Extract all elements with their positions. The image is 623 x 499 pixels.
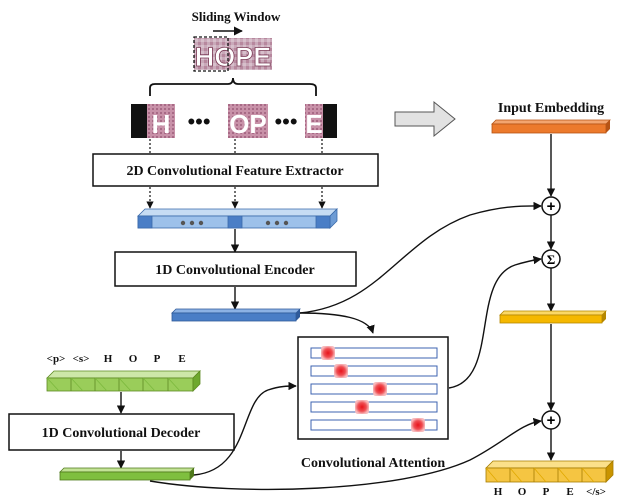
output-token: O [518, 486, 527, 498]
ellipsis-2: ••• [274, 109, 297, 134]
output-token: </s> [586, 486, 606, 498]
crop-edge-left [131, 104, 147, 138]
output-token: E [566, 486, 573, 498]
input-embedding-label: Input Embedding [498, 101, 604, 116]
output-token: P [543, 486, 550, 498]
encoder-label: 1D Convolutional Encoder [155, 263, 314, 278]
crop-e-text: E [305, 109, 322, 139]
feature-extractor-box [92, 153, 379, 187]
add-op-1-symbol: + [547, 198, 556, 215]
decoder-input-token: <p> [47, 353, 66, 365]
ellipsis-1: ••• [187, 109, 210, 134]
attention-label: Convolutional Attention [301, 456, 446, 471]
encoder-to-add [299, 201, 542, 314]
brace [149, 77, 317, 96]
output-token: H [494, 486, 503, 498]
crop-edge-right [323, 104, 337, 138]
attention-highlight [373, 382, 387, 396]
feature-extractor-label: 2D Convolutional Feature Extractor [126, 164, 343, 179]
decoder-to-add [149, 417, 542, 491]
attention-rows [310, 346, 438, 432]
output-tokens: H O P E </s> [494, 486, 606, 498]
attention-highlight [355, 400, 369, 414]
crop-op [228, 104, 268, 138]
sliding-window-label: Sliding Window [192, 9, 281, 24]
decoder-input-tokens: <p> <s> H O P E [47, 353, 186, 365]
sum-op-symbol: Σ [547, 252, 556, 267]
crop-e [305, 104, 323, 138]
decoder-to-attention [193, 381, 297, 476]
decoder-input-token: O [129, 353, 138, 365]
attention-row [310, 347, 438, 359]
decoder-label: 1D Convolutional Decoder [42, 426, 201, 441]
decoder-box [8, 413, 235, 451]
feature-sequence-bar [137, 208, 338, 229]
crop-op-text: OP [229, 109, 267, 139]
word-image: HOPE [193, 36, 272, 72]
crop-h-text: H [152, 109, 171, 139]
sliding-window-box [193, 36, 229, 72]
decoder-output-bar [59, 467, 195, 481]
crop-h [147, 104, 175, 138]
attention-row [310, 365, 438, 377]
encoder-output-bar [171, 308, 301, 322]
attention-row [310, 401, 438, 413]
encoder-to-attention [299, 312, 375, 334]
word-image-text: HOPE [195, 42, 272, 72]
encoder-box [114, 251, 357, 287]
output-sequence-bar [485, 460, 614, 483]
attention-highlight [321, 346, 335, 360]
decoder-input-token: H [104, 353, 113, 365]
decoder-input-token: P [154, 353, 161, 365]
decoder-input-bar [46, 370, 201, 392]
add-op-2-symbol: + [547, 412, 556, 429]
attention-to-sum [448, 255, 542, 389]
crops-row: H ••• OP ••• E [131, 104, 337, 139]
decoder-input-token: <s> [73, 353, 90, 365]
decoder-input-token: E [178, 353, 185, 365]
transform-arrow-icon [394, 100, 456, 138]
attention-output-bar [499, 310, 607, 324]
attention-row [310, 419, 438, 431]
attention-highlight [334, 364, 348, 378]
input-embedding-bar [491, 119, 611, 134]
attention-highlight [411, 418, 425, 432]
